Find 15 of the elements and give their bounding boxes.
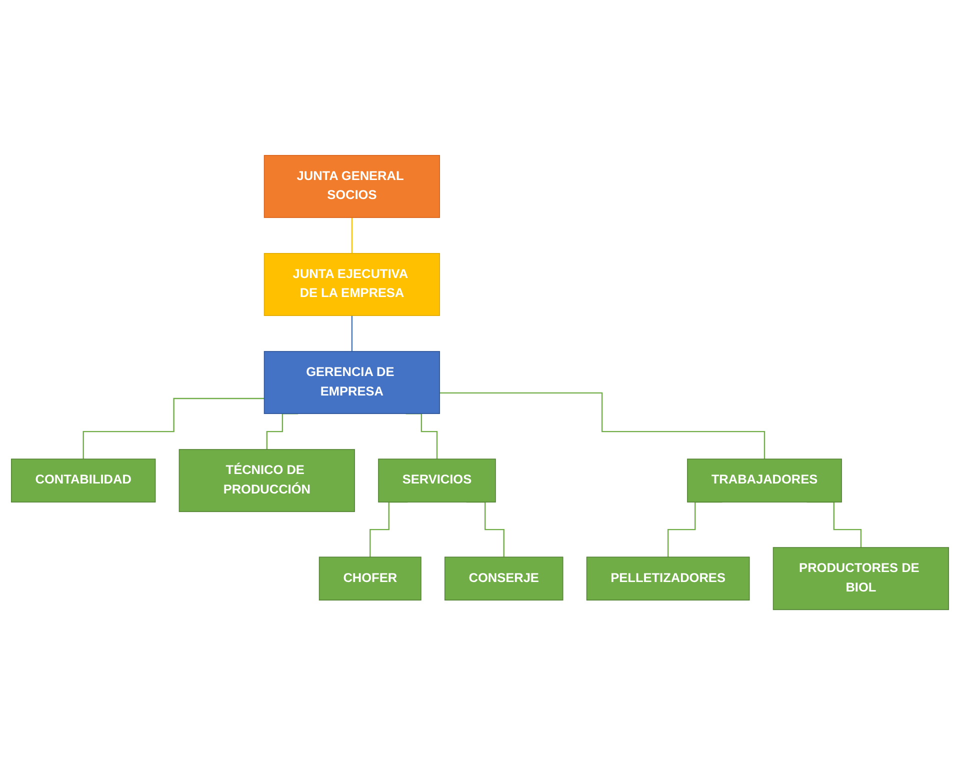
connector [440, 392, 766, 460]
node-box: CHOFER [318, 556, 422, 600]
node-box: CONSERJE [444, 556, 564, 600]
connector [351, 314, 353, 352]
node-box: CONTABILIDAD [10, 458, 156, 502]
node-box: GERENCIA DE EMPRESA [264, 351, 440, 414]
node-box: PELLETIZADORES [586, 556, 750, 600]
node-box: JUNTA GENERAL SOCIOS [264, 154, 440, 218]
node-box: PRODUCTORES DE BIOL [772, 547, 950, 610]
connector [351, 216, 353, 254]
node-box: TÉCNICO DE PRODUCCIÓN [178, 449, 355, 512]
node-box: JUNTA EJECUTIVA DE LA EMPRESA [264, 252, 440, 316]
node-box: TRABAJADORES [687, 458, 842, 502]
node-box: SERVICIOS [378, 458, 496, 502]
connector [82, 398, 264, 460]
